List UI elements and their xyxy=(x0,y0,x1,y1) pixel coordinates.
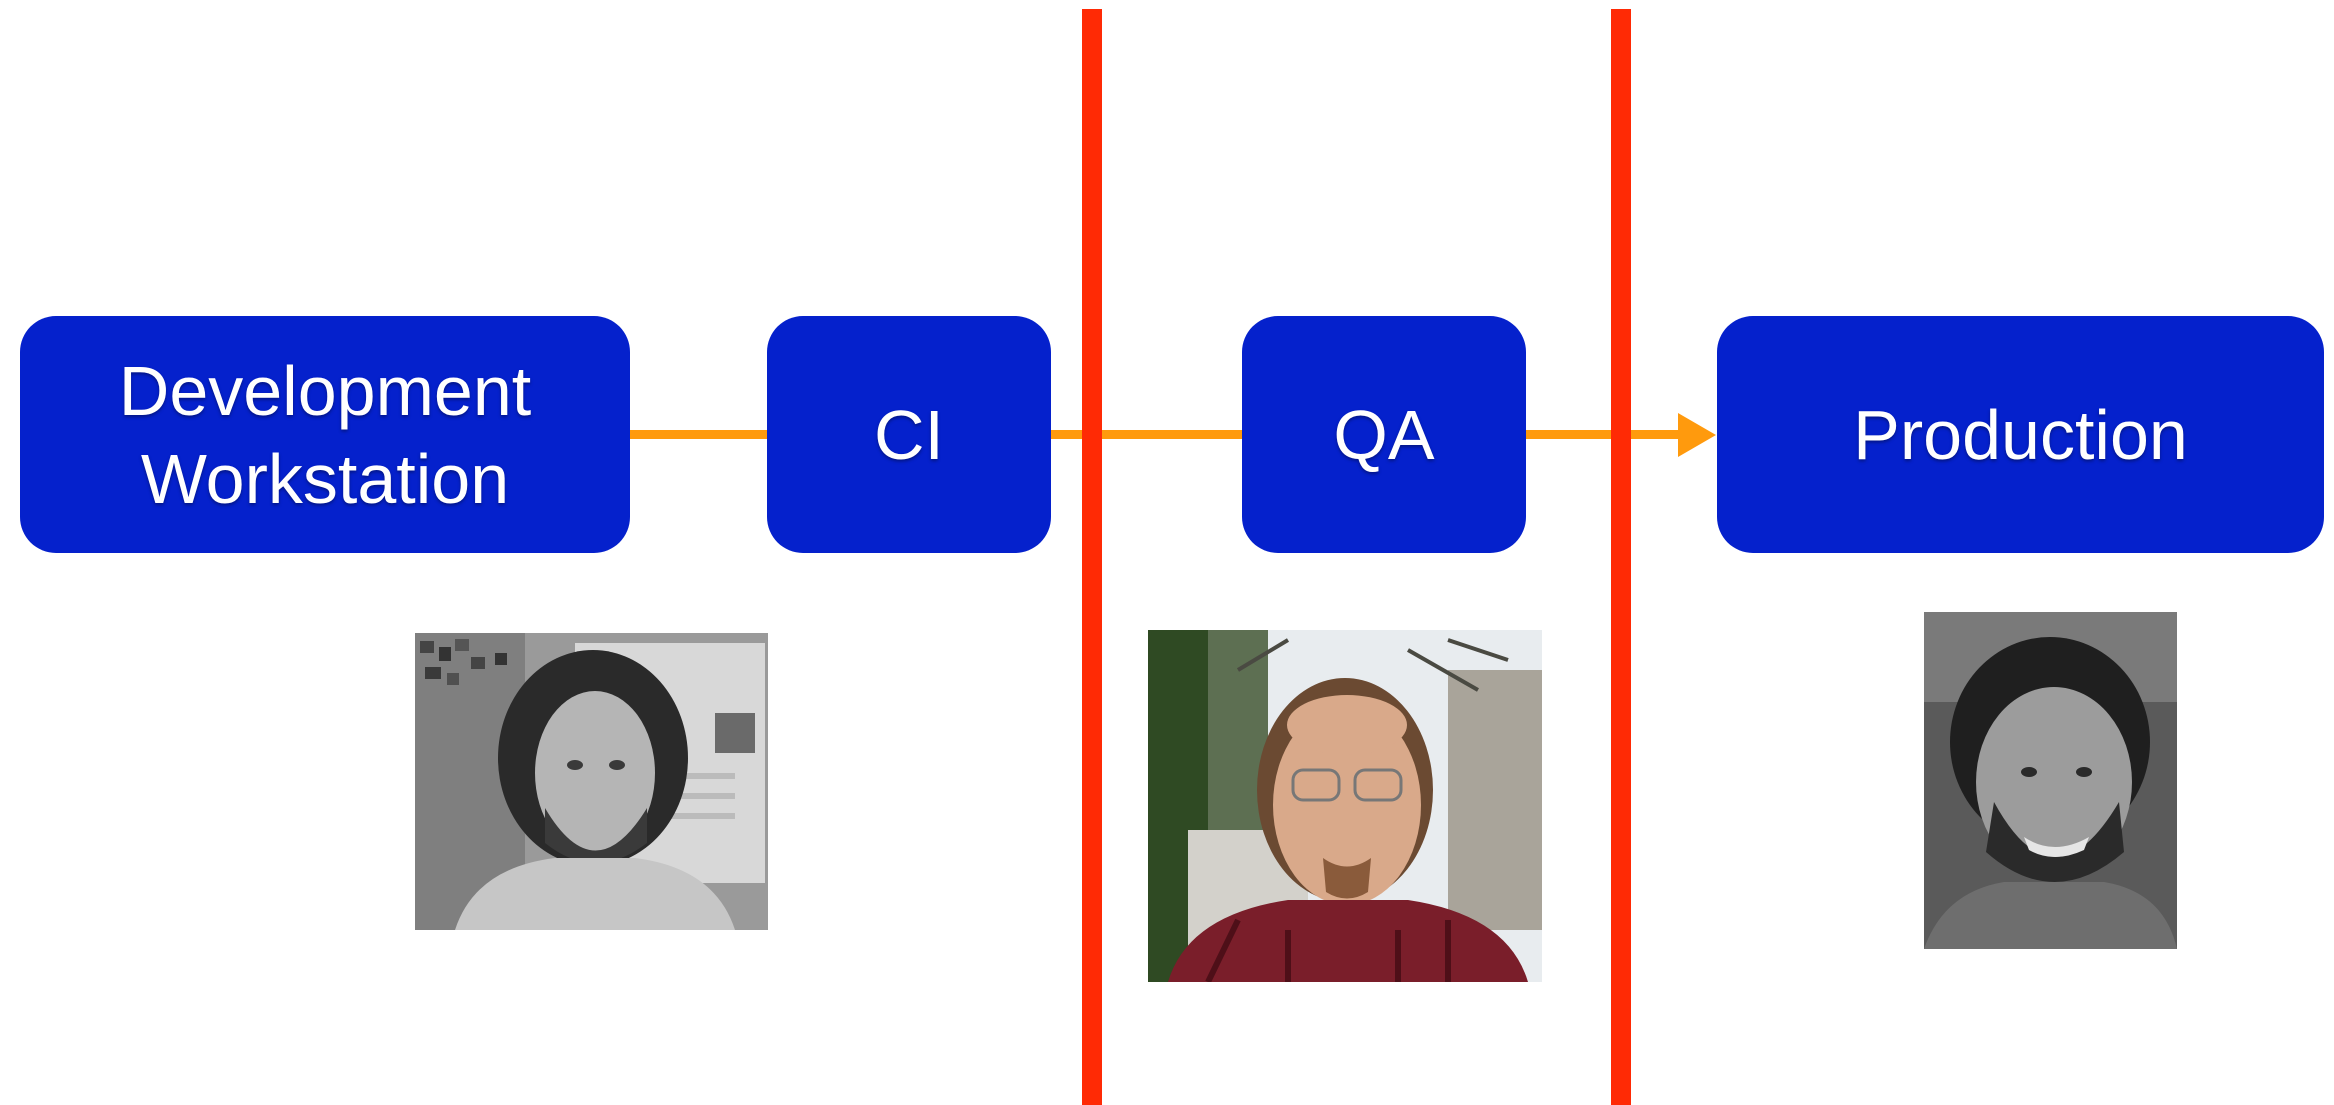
stage-label: Production xyxy=(1853,395,2188,474)
divider-line xyxy=(1611,9,1631,1105)
qa-person-photo xyxy=(1148,630,1542,982)
stage-label-line1: Development xyxy=(118,351,532,430)
stage-production: Production xyxy=(1717,316,2324,553)
developer-photo xyxy=(415,633,768,930)
person-photo-icon xyxy=(1924,612,2177,949)
ops-person-photo xyxy=(1924,612,2177,949)
stage-label: QA xyxy=(1333,395,1435,474)
connector-ci-qa xyxy=(1050,430,1244,439)
stage-development-workstation: Development Workstation xyxy=(20,316,630,553)
stage-label-line2: Workstation xyxy=(140,439,510,518)
connector-qa-production xyxy=(1525,430,1685,439)
person-photo-icon xyxy=(415,633,768,930)
stage-label: CI xyxy=(874,395,944,474)
person-photo-icon xyxy=(1148,630,1542,982)
connector-dev-ci xyxy=(628,430,768,439)
stage-qa: QA xyxy=(1242,316,1526,553)
stage-ci: CI xyxy=(767,316,1051,553)
arrowhead-icon xyxy=(1678,413,1716,457)
divider-line xyxy=(1082,9,1102,1105)
